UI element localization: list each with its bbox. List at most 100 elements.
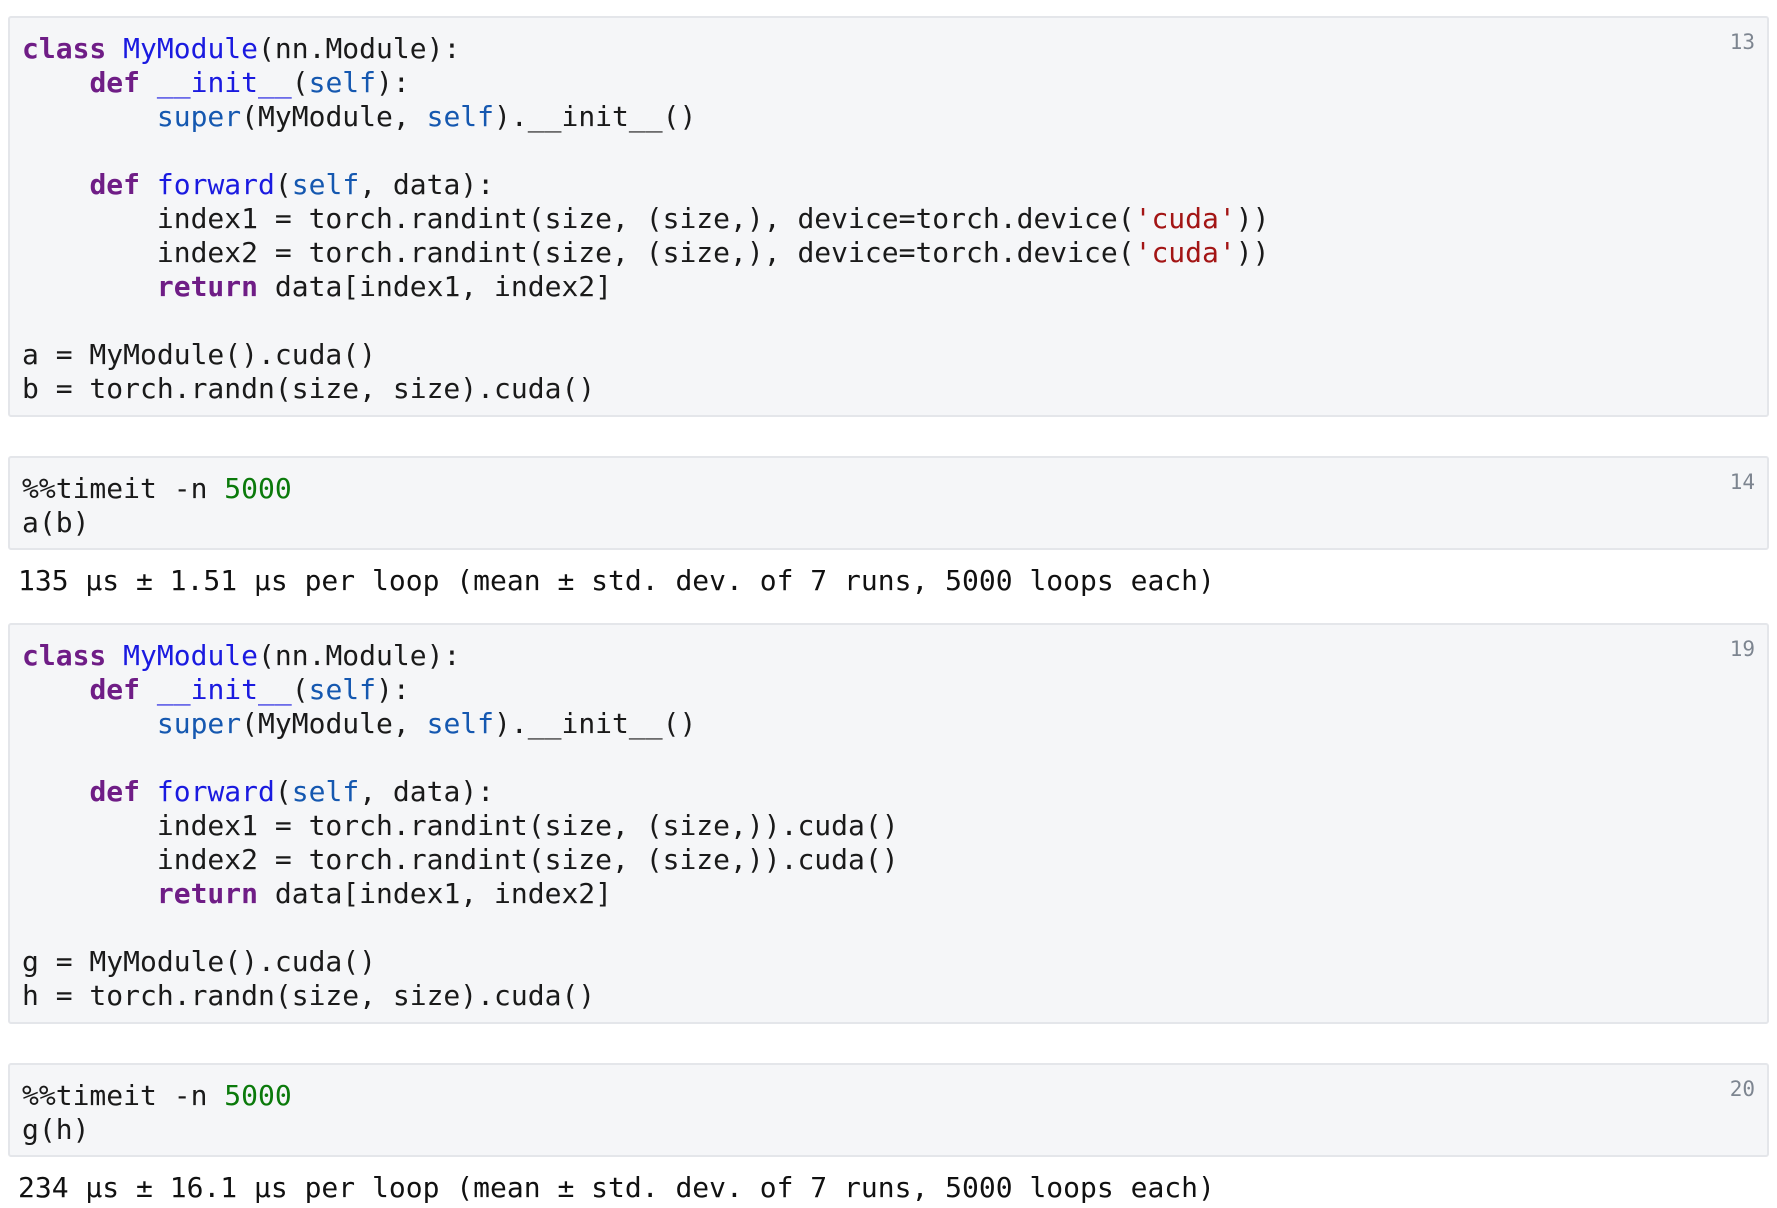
code-line: %%timeit -n 5000 — [22, 472, 292, 506]
code-token — [106, 32, 123, 65]
code-token — [22, 707, 157, 740]
code-token: __init__ — [156, 66, 292, 99]
code-token: h = torch.randn(size, size).cuda() — [22, 979, 596, 1012]
code-token — [22, 673, 89, 706]
code-token: )) — [1235, 202, 1270, 235]
code-token: class — [22, 639, 107, 672]
code-token: super — [156, 707, 242, 740]
code-cell[interactable]: 13 class MyModule(nn.Module): def __init… — [8, 16, 1769, 417]
code-token — [22, 100, 157, 133]
code-token: a = MyModule().cuda() — [22, 338, 377, 371]
code-token: index1 = torch.randint(size, (size,)).cu… — [22, 809, 899, 842]
code-token: class — [22, 32, 107, 65]
execution-count: 14 — [1729, 470, 1755, 494]
code-token: %%timeit -n — [22, 472, 225, 505]
code-token: 5000 — [224, 1079, 292, 1112]
code-line: super(MyModule, self).__init__() — [22, 100, 1269, 134]
code-token: 'cuda' — [1134, 202, 1236, 235]
code-token — [140, 673, 157, 706]
code-line: return data[index1, index2] — [22, 877, 899, 911]
code-token: b = torch.randn(size, size).cuda() — [22, 372, 596, 405]
code-token: self — [426, 100, 495, 133]
code-token — [22, 168, 89, 201]
code-token: )) — [1235, 236, 1270, 269]
execution-count: 13 — [1729, 30, 1755, 54]
code-token: 'cuda' — [1134, 236, 1236, 269]
code-token: ).__init__() — [494, 707, 697, 740]
code-line: class MyModule(nn.Module): — [22, 639, 899, 673]
code-token: def — [89, 168, 141, 201]
code-token: def — [89, 673, 141, 706]
code-token: self — [291, 168, 360, 201]
code-token — [22, 877, 157, 910]
code-token: super — [156, 100, 242, 133]
code-line: def forward(self, data): — [22, 775, 899, 809]
code-token: def — [89, 66, 141, 99]
code-line — [22, 134, 1269, 168]
code-token: 5000 — [224, 472, 292, 505]
code-line: g = MyModule().cuda() — [22, 945, 899, 979]
execution-count: 19 — [1729, 637, 1755, 661]
code-token: ): — [376, 66, 410, 99]
code-token — [22, 775, 89, 808]
code-line: %%timeit -n 5000 — [22, 1079, 292, 1113]
code-token — [22, 270, 157, 303]
code-editor[interactable]: class MyModule(nn.Module): def __init__(… — [22, 639, 899, 1013]
code-line — [22, 741, 899, 775]
code-token: forward — [156, 775, 275, 808]
code-token: , data): — [359, 775, 495, 808]
code-line: h = torch.randn(size, size).cuda() — [22, 979, 899, 1013]
code-line: index1 = torch.randint(size, (size,), de… — [22, 202, 1270, 236]
code-editor[interactable]: class MyModule(nn.Module): def __init__(… — [22, 32, 1269, 406]
code-token: index1 = torch.randint(size, (size,), de… — [22, 202, 1135, 235]
code-token: ( — [274, 775, 292, 808]
code-line: return data[index1, index2] — [22, 270, 1269, 304]
code-line: super(MyModule, self).__init__() — [22, 707, 899, 741]
code-token: (nn.Module): — [258, 639, 461, 672]
code-line: index1 = torch.randint(size, (size,)).cu… — [22, 809, 899, 843]
code-token: MyModule — [123, 32, 259, 65]
code-token: , data): — [359, 168, 495, 201]
code-token: return — [156, 877, 259, 910]
code-line: def forward(self, data): — [22, 168, 1269, 202]
code-token: (MyModule, — [241, 100, 427, 133]
code-line — [22, 911, 899, 945]
code-token: ( — [291, 673, 309, 706]
code-token: (MyModule, — [241, 707, 427, 740]
code-line: g(h) — [22, 1113, 292, 1147]
code-line: class MyModule(nn.Module): — [22, 32, 1269, 66]
code-line: def __init__(self): — [22, 66, 1269, 100]
code-token: self — [308, 66, 377, 99]
code-token — [140, 775, 157, 808]
code-token — [140, 66, 157, 99]
code-token: %%timeit -n — [22, 1079, 225, 1112]
code-token: ( — [291, 66, 309, 99]
code-token: (nn.Module): — [258, 32, 461, 65]
code-token: a(b) — [22, 506, 90, 539]
code-token: ).__init__() — [494, 100, 697, 133]
code-token: data[index1, index2] — [258, 877, 613, 910]
code-token — [140, 168, 157, 201]
code-line: a(b) — [22, 506, 292, 540]
code-line: b = torch.randn(size, size).cuda() — [22, 372, 1269, 406]
code-token: return — [156, 270, 259, 303]
code-line: a = MyModule().cuda() — [22, 338, 1269, 372]
code-token: data[index1, index2] — [258, 270, 613, 303]
cell-output: 234 µs ± 16.1 µs per loop (mean ± std. d… — [18, 1171, 1215, 1204]
code-line: def __init__(self): — [22, 673, 899, 707]
code-token: self — [291, 775, 360, 808]
cell-output: 135 µs ± 1.51 µs per loop (mean ± std. d… — [18, 564, 1215, 597]
code-token: g = MyModule().cuda() — [22, 945, 377, 978]
code-token: index2 = torch.randint(size, (size,)).cu… — [22, 843, 899, 876]
code-token: __init__ — [156, 673, 292, 706]
code-token: def — [89, 775, 141, 808]
execution-count: 20 — [1729, 1077, 1755, 1101]
code-line: index2 = torch.randint(size, (size,)).cu… — [22, 843, 899, 877]
code-token: self — [426, 707, 495, 740]
code-cell[interactable]: 19 class MyModule(nn.Module): def __init… — [8, 623, 1769, 1024]
